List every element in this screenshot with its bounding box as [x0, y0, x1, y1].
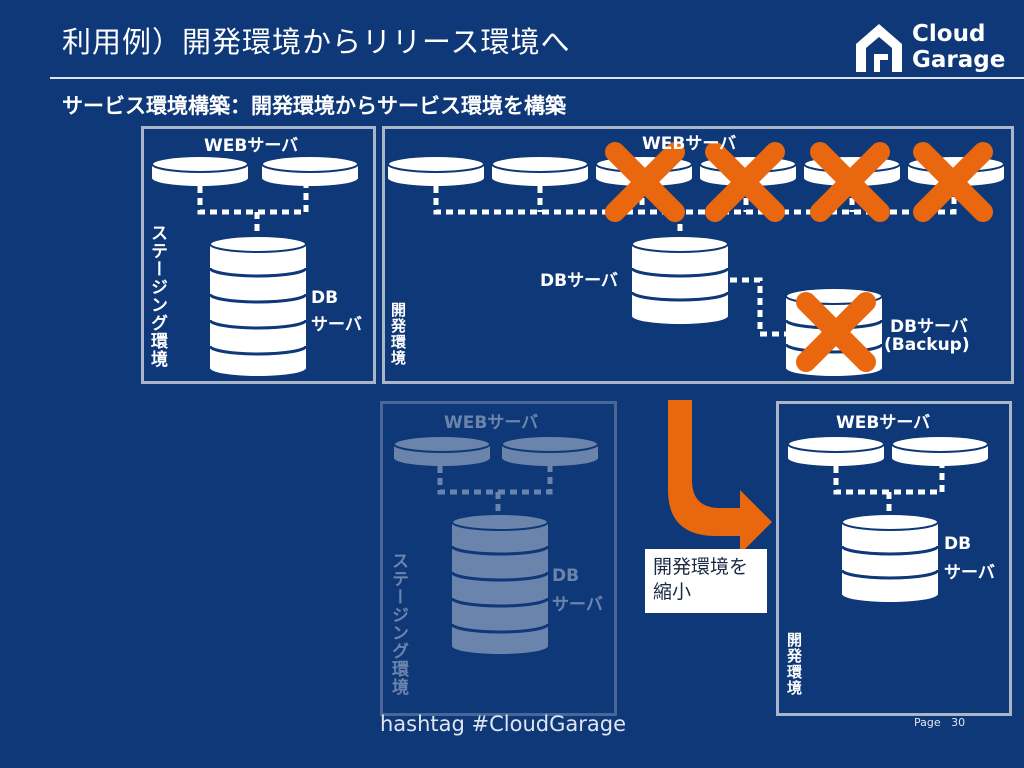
staging-top-vertical-label: ステージング環境	[147, 224, 167, 368]
callout-line1: 開発環境を	[653, 556, 749, 578]
staging-top-connectors	[197, 186, 309, 238]
dev-top-db-server	[630, 234, 730, 326]
footer-hashtag: hashtag #CloudGarage	[380, 712, 627, 736]
page-number-value: 30	[951, 716, 966, 729]
staging-bottom-db-label-line2: サーバ	[552, 595, 603, 615]
staging-top-db-label-line1: DB	[311, 288, 339, 308]
shrink-callout: 開発環境を 縮小	[645, 549, 767, 613]
dev-bottom-vertical-label: 開発環境	[785, 632, 803, 696]
staging-top-db-server	[208, 234, 308, 378]
staging-bottom-web-label: WEBサーバ	[444, 413, 539, 433]
dev-top-db-label: DBサーバ	[540, 271, 618, 291]
title-divider	[50, 77, 1024, 79]
logo-text-cloud: Cloud	[912, 21, 986, 47]
dev-top-web-label: WEBサーバ	[642, 134, 737, 154]
dev-bottom-web-label: WEBサーバ	[836, 413, 931, 433]
page-title: 利用例）開発環境からリリース環境へ	[62, 25, 571, 59]
page-label: Page	[914, 716, 941, 729]
dev-bottom-db-label-line1: DB	[944, 534, 972, 554]
dev-bottom-db-label-line2: サーバ	[944, 563, 995, 583]
dev-top-backup-label-line1: DBサーバ	[890, 317, 968, 337]
cloud-garage-logo: Cloud Garage	[852, 18, 1012, 78]
staging-panel-bottom	[380, 401, 617, 716]
cloud-garage-logo-icon	[856, 24, 902, 72]
dev-bottom-db-server	[840, 512, 940, 604]
staging-bottom-db-label-line1: DB	[552, 566, 580, 586]
dev-top-web-server-2	[491, 155, 589, 187]
callout-line2: 縮小	[653, 581, 692, 603]
staging-panel-top	[141, 126, 376, 384]
dev-bottom-connectors	[833, 466, 945, 518]
dev-top-backup-label-line2: (Backup)	[884, 335, 970, 355]
staging-bottom-vertical-label: ステージング環境	[388, 552, 408, 696]
dev-panel-bottom	[776, 401, 1012, 716]
page-number: Page 30	[914, 716, 965, 729]
logo-text-garage: Garage	[912, 47, 1006, 73]
staging-top-db-label-line2: サーバ	[311, 315, 362, 335]
curved-arrow-icon	[668, 400, 772, 554]
dev-bottom-web-server-1	[787, 435, 885, 467]
dev-top-web-server-1	[387, 155, 485, 187]
staging-top-web-label: WEBサーバ	[204, 136, 299, 156]
page-subtitle: サービス環境構築：開発環境からサービス環境を構築	[62, 94, 566, 118]
staging-bottom-diagram	[393, 435, 599, 656]
dev-bottom-web-server-2	[891, 435, 989, 467]
dev-top-vertical-label: 開発環境	[389, 302, 407, 366]
staging-top-web-server-2	[261, 155, 359, 187]
dev-panel-top	[382, 126, 1014, 384]
staging-top-web-server-1	[151, 155, 249, 187]
